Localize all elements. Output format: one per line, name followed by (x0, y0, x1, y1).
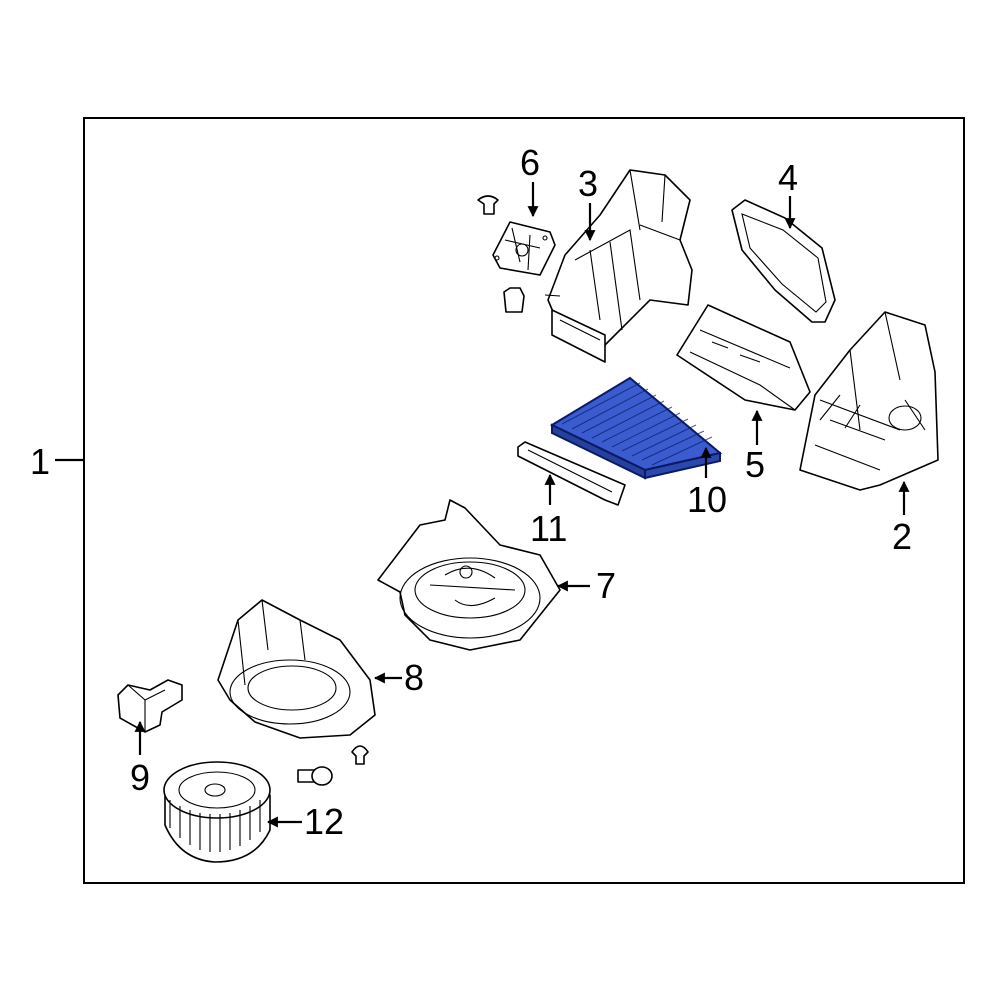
callout-11[interactable]: 11 (530, 473, 567, 549)
callout-3[interactable]: 3 (578, 163, 598, 242)
part-8-scroll-housing[interactable] (217, 599, 376, 739)
part-4-seal[interactable] (731, 199, 836, 323)
callout-11-label: 11 (530, 508, 567, 549)
part-3-upper-case[interactable] (544, 169, 693, 363)
callout-10[interactable]: 10 (687, 446, 727, 520)
connector[interactable] (297, 766, 333, 786)
diagram-frame (83, 117, 965, 884)
callout-12[interactable]: 12 (266, 801, 344, 842)
callout-6[interactable]: 6 (520, 142, 540, 218)
callout-4[interactable]: 4 (778, 157, 798, 230)
part-12-blower-motor[interactable] (163, 761, 271, 863)
callout-10-label: 10 (687, 479, 727, 520)
callout-7-label: 7 (596, 565, 616, 606)
callout-1-label: 1 (30, 441, 50, 482)
callout-8-label: 8 (404, 657, 424, 698)
callout-6-label: 6 (520, 142, 540, 183)
part-6-actuator[interactable] (477, 195, 556, 313)
callout-7[interactable]: 7 (556, 565, 616, 606)
callout-3-label: 3 (578, 163, 598, 204)
fastener[interactable] (351, 745, 369, 765)
part-2-lower-case[interactable] (799, 311, 939, 491)
part-9-resistor[interactable] (117, 679, 183, 733)
part-11-filter-frame[interactable] (517, 441, 626, 506)
callout-2[interactable]: 2 (892, 480, 912, 557)
callout-2-label: 2 (892, 516, 912, 557)
part-5-filter-door[interactable] (676, 304, 811, 411)
callout-9-label: 9 (130, 757, 150, 798)
callout-8[interactable]: 8 (373, 657, 424, 698)
callout-4-label: 4 (778, 157, 798, 198)
part-7-blower-housing[interactable] (377, 499, 561, 651)
callout-5[interactable]: 5 (745, 409, 765, 485)
part-10-cabin-air-filter[interactable] (549, 376, 723, 480)
callout-9[interactable]: 9 (130, 720, 150, 798)
callout-5-label: 5 (745, 444, 765, 485)
callout-1[interactable]: 1 (30, 441, 84, 482)
cabin-filter-body (549, 376, 723, 472)
callout-12-label: 12 (304, 801, 344, 842)
